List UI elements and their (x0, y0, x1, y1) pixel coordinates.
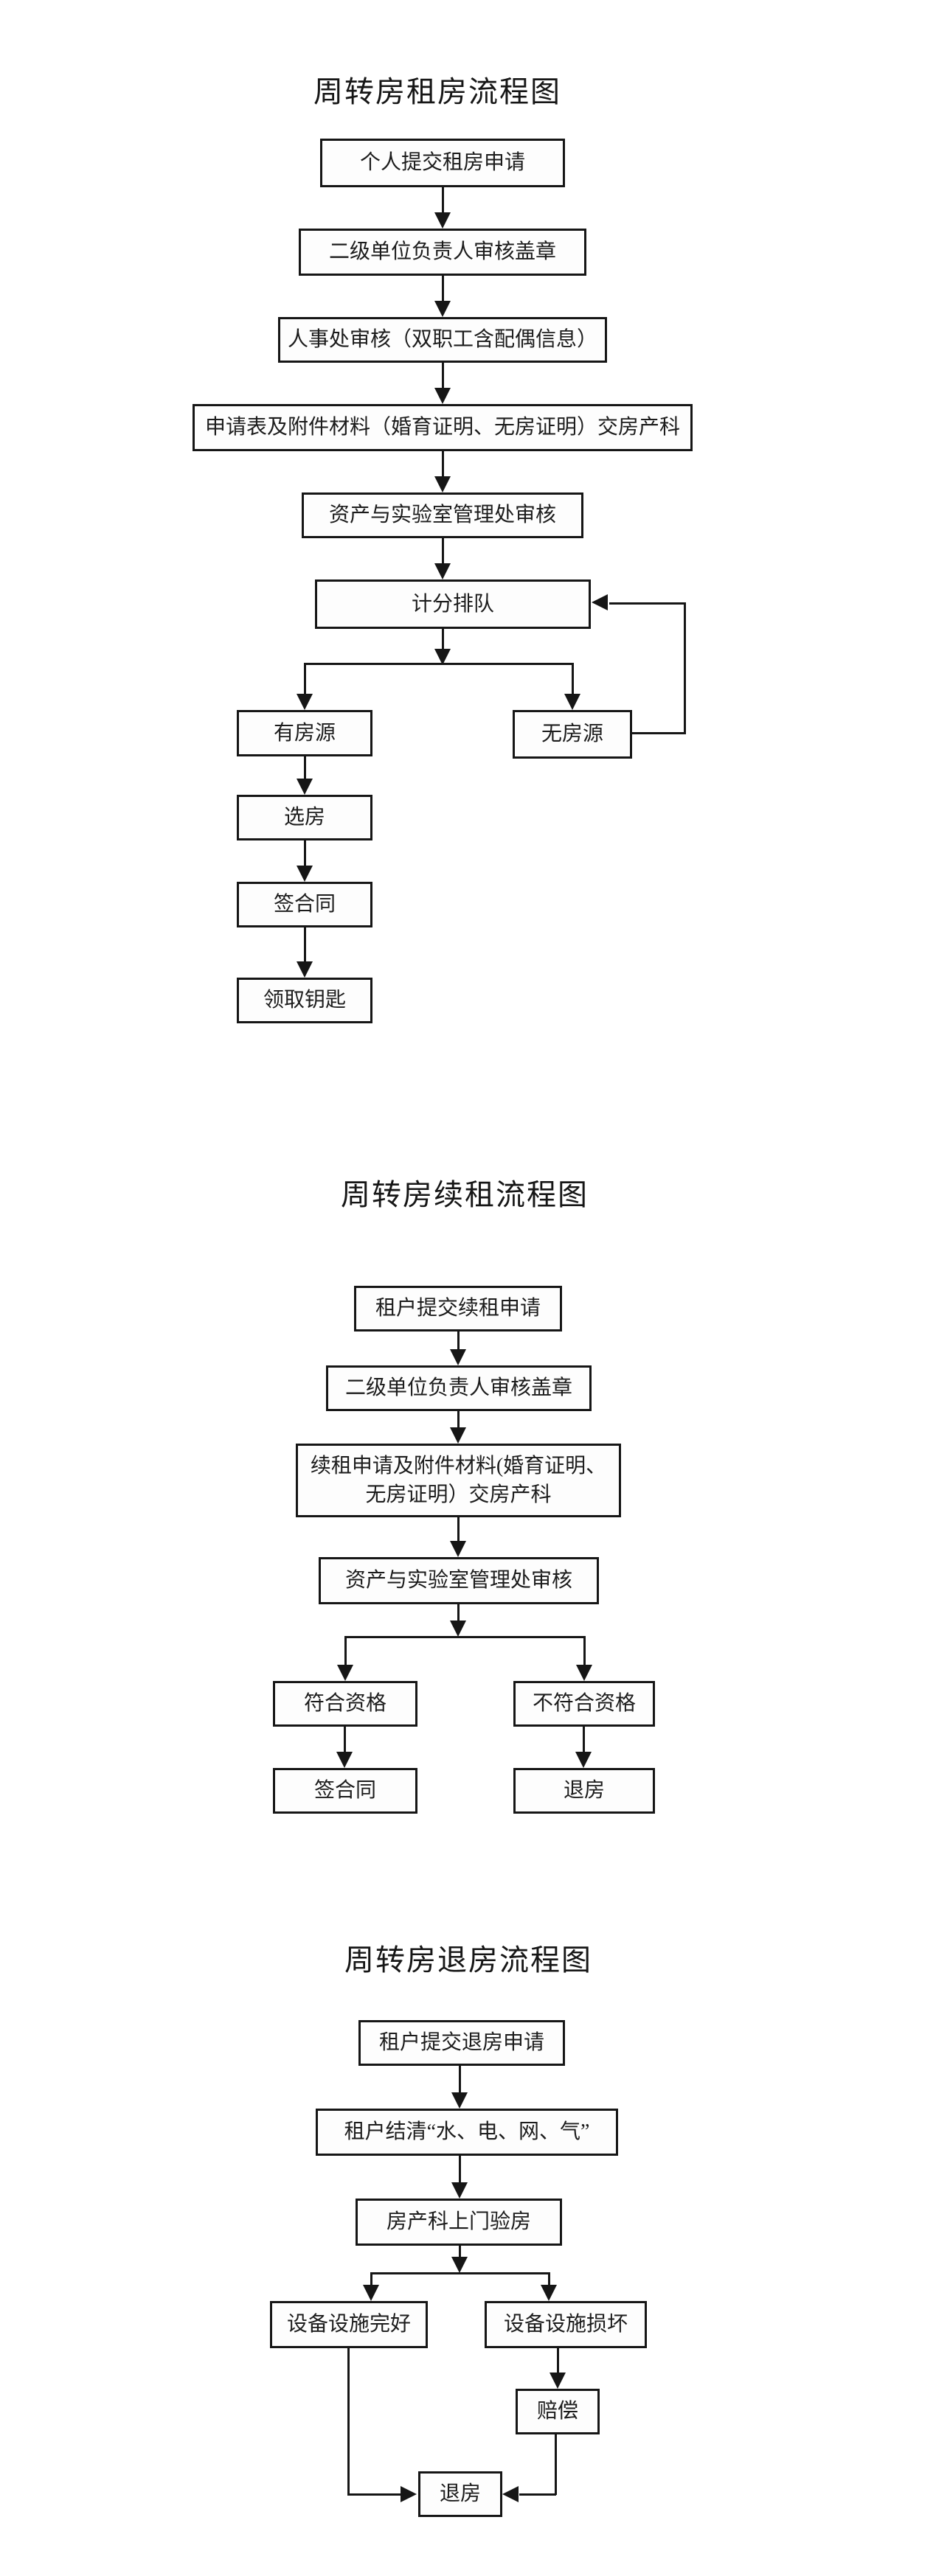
arrow-left-icon (592, 594, 608, 610)
node-submit-checkout-application: 租户提交退房申请 (358, 2020, 565, 2066)
arrow-down-icon (550, 2373, 566, 2389)
connector-line (442, 276, 444, 302)
node-facilities-intact: 设备设施完好 (270, 2301, 428, 2348)
arrow-down-icon (451, 2182, 468, 2199)
connector-line (457, 1517, 460, 1542)
arrow-down-icon (450, 1349, 466, 1365)
node-asset-lab-dept-review: 资产与实验室管理处审核 (302, 492, 583, 538)
arrow-down-icon (434, 476, 451, 492)
arrow-down-icon (564, 694, 580, 710)
arrow-left-icon (502, 2486, 519, 2502)
node-compensation: 赔偿 (516, 2389, 600, 2434)
node-hr-review: 人事处审核（双职工含配偶信息） (278, 317, 607, 363)
connector-line (344, 1636, 586, 1638)
connector-line (344, 1727, 346, 1752)
connector-line (632, 732, 686, 734)
arrow-down-icon (434, 649, 451, 665)
arrow-down-icon (450, 1427, 466, 1444)
connector-line (344, 1637, 347, 1665)
connector-line (442, 451, 444, 477)
arrow-down-icon (434, 563, 451, 579)
connector-line (519, 2493, 556, 2496)
connector-line (304, 756, 306, 779)
node-select-housing: 选房 (237, 795, 372, 840)
node-receive-keys: 领取钥匙 (237, 978, 372, 1023)
arrow-down-icon (297, 866, 313, 882)
arrow-down-icon (434, 301, 451, 317)
connector-line (304, 663, 574, 665)
arrow-down-icon (434, 212, 451, 229)
connector-line (370, 2273, 372, 2286)
node-checkout-2: 退房 (513, 1768, 655, 1814)
arrow-right-icon (401, 2486, 417, 2502)
node-text-line: 续租申请及附件材料(婚育证明、 (310, 1454, 607, 1477)
connector-line (347, 2493, 402, 2496)
node-submit-rental-application: 个人提交租房申请 (320, 139, 565, 187)
node-unit-leader-review-stamp: 二级单位负责人审核盖章 (299, 229, 586, 276)
connector-line (583, 1727, 585, 1752)
node-facilities-damaged: 设备设施损坏 (485, 2301, 647, 2348)
connector-line (304, 840, 306, 866)
arrow-down-icon (451, 2257, 468, 2273)
connector-line (459, 2246, 461, 2258)
connector-line (442, 629, 444, 650)
arrow-down-icon (450, 1541, 466, 1557)
connector-line (370, 2272, 550, 2274)
connector-line (684, 602, 686, 734)
connector-line (583, 1637, 586, 1665)
arrow-down-icon (451, 2092, 468, 2109)
node-not-qualified: 不符合资格 (513, 1681, 655, 1727)
connector-line (442, 187, 444, 213)
connector-line (548, 2273, 550, 2286)
arrow-down-icon (363, 2285, 379, 2301)
arrow-down-icon (337, 1665, 353, 1681)
arrow-down-icon (576, 1665, 592, 1681)
arrow-down-icon (297, 779, 313, 795)
arrow-down-icon (336, 1752, 353, 1768)
chart3-title: 周转房退房流程图 (344, 1943, 592, 1977)
connector-line (457, 1331, 460, 1350)
chart1-title: 周转房租房流程图 (313, 75, 561, 108)
connector-line (304, 927, 306, 962)
connector-line (347, 2348, 350, 2495)
connector-line (457, 1604, 460, 1621)
node-no-housing-available: 无房源 (513, 710, 632, 759)
connector-line (442, 538, 444, 564)
node-settle-utilities: 租户结清“水、电、网、气” (316, 2109, 618, 2156)
connector-line (555, 2434, 557, 2495)
node-scoring-queue: 计分排队 (315, 579, 591, 629)
node-housing-available: 有房源 (237, 710, 372, 756)
node-qualified: 符合资格 (273, 1681, 417, 1727)
node-submit-renewal-application: 租户提交续租申请 (354, 1286, 562, 1331)
connector-line (459, 2156, 461, 2183)
node-asset-lab-dept-review-2: 资产与实验室管理处审核 (319, 1557, 599, 1604)
node-sign-contract-2: 签合同 (273, 1768, 417, 1814)
connector-line (442, 363, 444, 389)
connector-line (459, 2066, 461, 2093)
connector-line (457, 1411, 460, 1428)
arrow-down-icon (297, 694, 313, 710)
node-renewal-materials-to-housing-office: 续租申请及附件材料(婚育证明、 无房证明）交房产科 (296, 1444, 621, 1517)
arrow-down-icon (297, 961, 313, 978)
arrow-down-icon (541, 2285, 557, 2301)
node-unit-leader-review-stamp-2: 二级单位负责人审核盖章 (326, 1365, 592, 1411)
chart2-title: 周转房续租流程图 (341, 1178, 589, 1211)
arrow-down-icon (450, 1621, 466, 1637)
node-text-line: 无房证明）交房产科 (365, 1483, 552, 1506)
arrow-down-icon (575, 1752, 592, 1768)
arrow-down-icon (434, 388, 451, 404)
node-checkout-final: 退房 (418, 2471, 502, 2517)
connector-line (557, 2348, 559, 2373)
connector-line (572, 664, 574, 694)
node-housing-office-inspection: 房产科上门验房 (356, 2199, 562, 2246)
node-sign-contract: 签合同 (237, 882, 372, 927)
node-materials-to-housing-office: 申请表及附件材料（婚育证明、无房证明）交房产科 (193, 404, 693, 451)
connector-line (609, 602, 686, 605)
connector-line (304, 664, 306, 694)
